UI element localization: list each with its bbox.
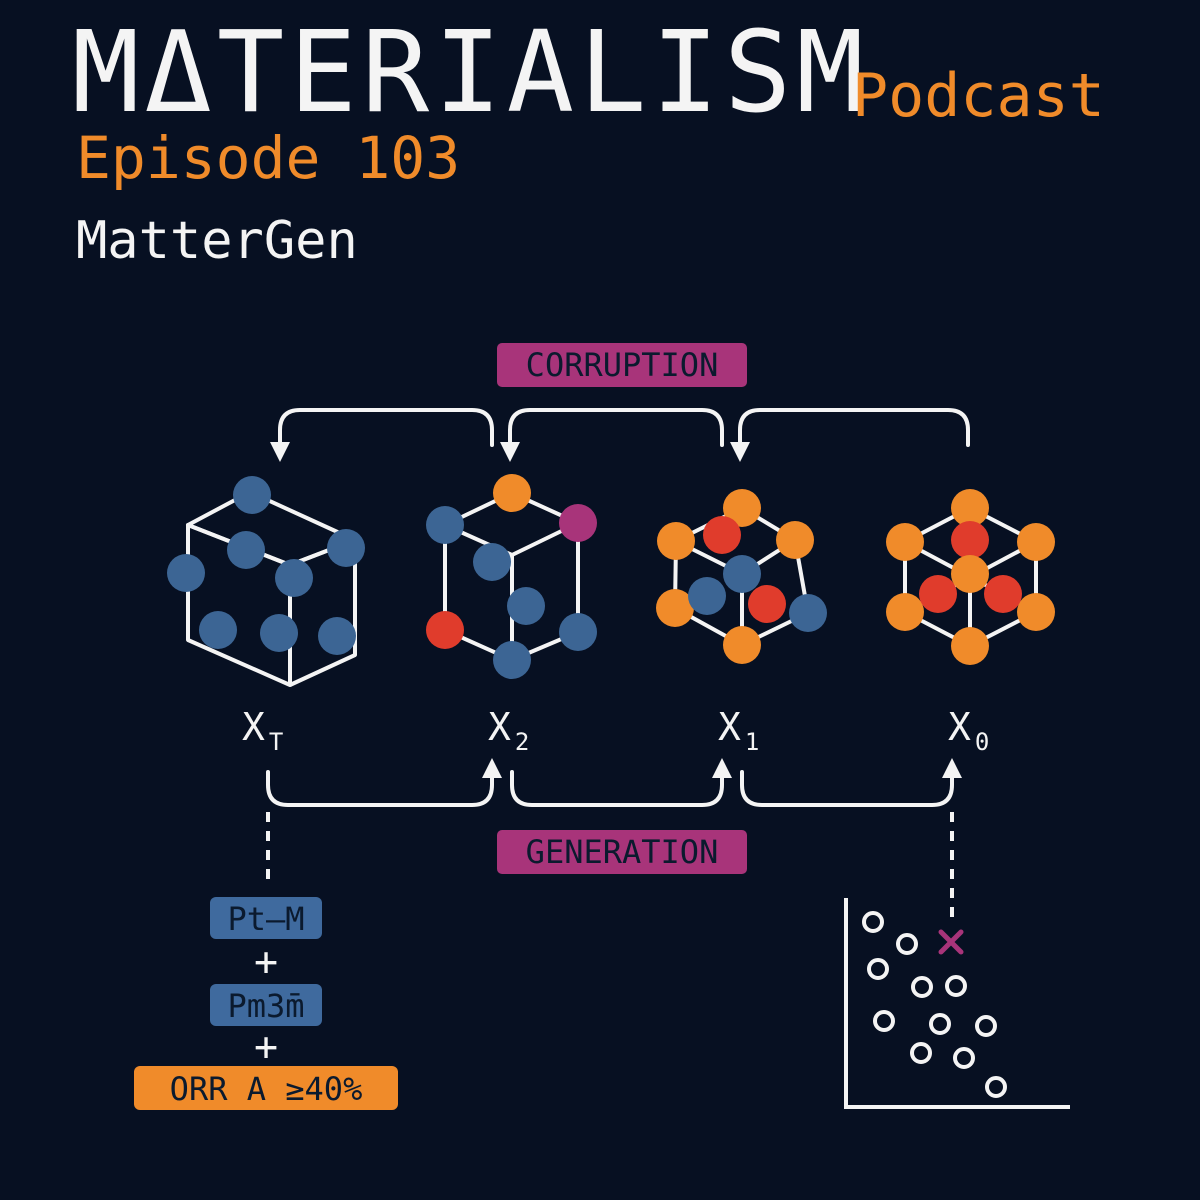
episode-number: Episode 103 (76, 124, 461, 192)
corruption-arrow-x0-to-x1 (730, 408, 970, 462)
scatter-points (862, 911, 1007, 1098)
condition-property-chip: ORR A ≥40% (134, 1066, 398, 1110)
corruption-arrow-x2-to-xt (270, 408, 494, 462)
scatter-axes (844, 898, 1070, 1109)
crystal-x2 (426, 474, 597, 679)
svg-text:CORRUPTION: CORRUPTION (526, 346, 719, 384)
generation-arrows (266, 758, 962, 807)
condition-plus-2: + (254, 1024, 278, 1070)
corruption-arrows (270, 408, 970, 462)
generation-arrow-x2-to-x1 (510, 758, 732, 807)
conditioning-connectors (266, 812, 954, 922)
generation-arrow-xt-to-x2 (266, 758, 502, 807)
scatter-target-marker (938, 929, 964, 955)
svg-text:ORR A ≥40%: ORR A ≥40% (170, 1070, 363, 1108)
crystal-xt (167, 476, 365, 687)
episode-title: MatterGen (76, 211, 358, 271)
corruption-label: CORRUPTION (497, 343, 747, 387)
svg-text:Pt–M: Pt–M (227, 900, 304, 938)
corruption-arrow-x1-to-x2 (500, 408, 724, 462)
condition-plus-1: + (254, 939, 278, 985)
show-title: MΔTERIALISM (72, 8, 869, 138)
condition-composition-chip: Pt–M (210, 897, 322, 939)
generation-label: GENERATION (497, 830, 747, 874)
svg-text:Pm3̄m: Pm3̄m (227, 987, 304, 1025)
crystal-x1 (656, 489, 827, 664)
property-scatter-plot (844, 898, 1070, 1109)
condition-spacegroup-chip: Pm3̄m (210, 984, 322, 1026)
generation-arrow-x1-to-x0 (740, 758, 962, 807)
crystal-x0 (886, 489, 1055, 665)
svg-text:GENERATION: GENERATION (526, 833, 719, 871)
show-subtitle: Podcast (852, 61, 1105, 131)
